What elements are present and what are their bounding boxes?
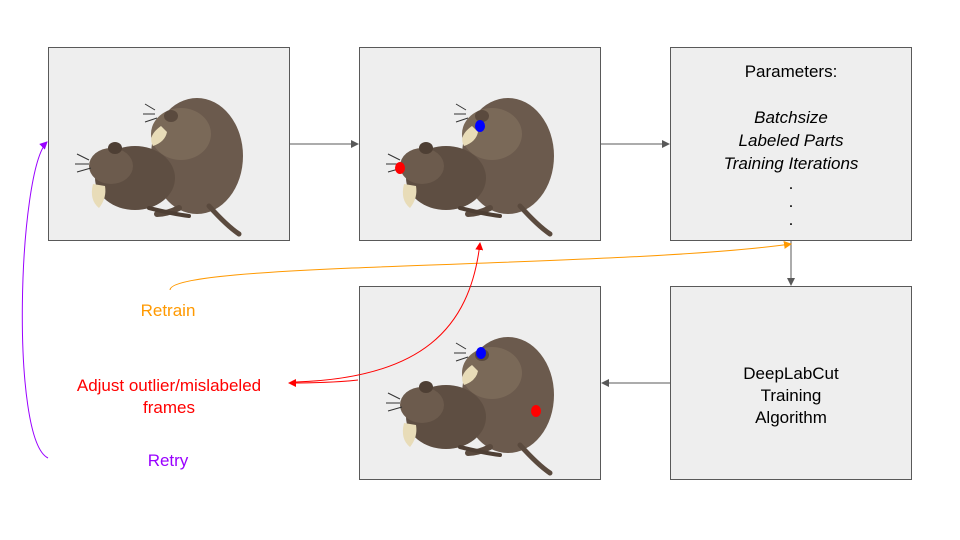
adjust-from-predicted-arrow — [288, 378, 359, 387]
algorithm-line: Algorithm — [755, 408, 827, 427]
retry-label: Retry — [147, 451, 189, 470]
algorithm-line: DeepLabCut — [743, 364, 839, 383]
parameters-title: Parameters: — [744, 62, 838, 81]
retrain-label: Retrain — [140, 301, 196, 320]
labeled-frame-panel — [359, 47, 601, 241]
ellipsis-dot: . — [788, 192, 794, 211]
ellipsis-dot: . — [788, 210, 794, 229]
adjust-label: Adjust outlier/mislabeled frames — [76, 376, 262, 417]
red-prediction-marker — [531, 405, 541, 417]
parameter-batchsize: Batchsize — [754, 108, 828, 127]
algorithm-line: Training — [760, 386, 822, 405]
parameter-training-iterations: Training Iterations — [723, 154, 859, 173]
mice-labeled-photo — [360, 48, 600, 240]
mice-photo — [49, 48, 289, 240]
algorithm-panel: DeepLabCut Training Algorithm — [670, 286, 912, 480]
blue-label-marker — [475, 120, 485, 132]
red-label-marker — [395, 162, 405, 174]
parameters-panel: Parameters: Batchsize Labeled Parts Trai… — [670, 47, 912, 241]
blue-prediction-marker — [476, 347, 486, 359]
raw-frame-panel — [48, 47, 290, 241]
retry-arrow — [21, 141, 49, 459]
predicted-frame-panel — [359, 286, 601, 480]
parameter-labeled-parts: Labeled Parts — [738, 131, 844, 150]
mice-predicted-photo — [360, 287, 600, 479]
ellipsis-dot: . — [788, 174, 794, 193]
retrain-arrow — [169, 241, 792, 291]
